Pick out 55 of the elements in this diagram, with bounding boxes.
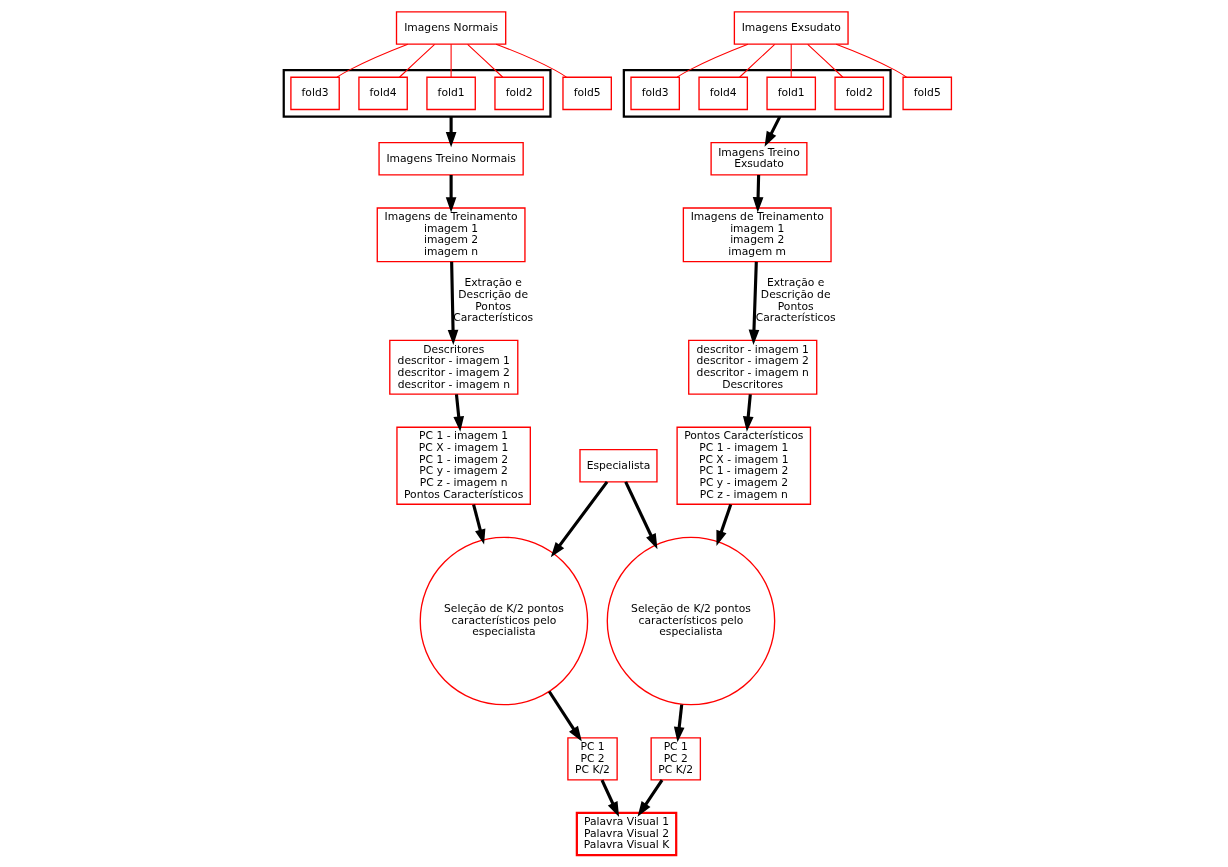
arrow bbox=[547, 690, 582, 742]
arrow bbox=[748, 261, 760, 345]
node-box: PC 1 PC 2 PC K/2 bbox=[567, 737, 618, 781]
node-box: fold2 bbox=[834, 76, 885, 111]
arrow bbox=[550, 480, 609, 558]
connector bbox=[495, 43, 567, 78]
node-box: fold5 bbox=[902, 76, 953, 111]
connector bbox=[398, 43, 436, 78]
node-box: Imagens Treino Exsudato bbox=[710, 141, 808, 176]
arrow bbox=[742, 394, 754, 432]
arrow bbox=[673, 704, 685, 743]
connector bbox=[807, 43, 844, 78]
edge-label: Extração e Descrição de Pontos Característicos bbox=[453, 276, 534, 325]
arrow bbox=[637, 779, 664, 817]
node-circle: Seleção de K/2 pontos característicos pelo especialista bbox=[606, 536, 776, 706]
node-box: fold3 bbox=[290, 76, 340, 111]
arrow bbox=[600, 779, 620, 818]
node-box: descritor - imagem 1 descritor - imagem 2 descritor - imagem n Descritores bbox=[688, 339, 818, 395]
connector bbox=[790, 43, 792, 78]
node-circle: Seleção de K/2 pontos característicos pelo especialista bbox=[419, 536, 589, 706]
node-box: PC 1 - imagem 1 PC X - imagem 1 PC 1 - imagem 2 PC y - imagem 2 PC z - imagem n Pontos Característicos bbox=[396, 426, 531, 505]
node-box: Imagens de Treinamento imagem 1 imagem 2 imagem m bbox=[682, 207, 832, 263]
node-box: Imagens Exsudato bbox=[733, 11, 849, 45]
arrow bbox=[445, 175, 457, 213]
cluster bbox=[622, 69, 892, 118]
node-box: Imagens Treino Normais bbox=[378, 141, 524, 176]
node-box: Palavra Visual 1 Palavra Visual 2 Palavra Visual K bbox=[575, 811, 678, 857]
cluster bbox=[282, 69, 552, 118]
node-box: fold3 bbox=[630, 76, 680, 111]
arrow bbox=[752, 174, 764, 213]
edge-label: Extração e Descrição de Pontos Característicos bbox=[755, 276, 836, 325]
node-box: fold2 bbox=[494, 76, 544, 111]
node-box: Especialista bbox=[579, 448, 658, 483]
connector bbox=[738, 43, 776, 78]
node-box: fold5 bbox=[562, 76, 612, 111]
node-box: Pontos Característicos PC 1 - imagem 1 PC X - imagem 1 PC 1 - imagem 2 PC y - imagem 2 PC z - imagem n bbox=[676, 426, 812, 505]
node-box: Imagens de Treinamento imagem 1 imagem 2 imagem n bbox=[376, 207, 526, 263]
node-box: fold4 bbox=[698, 76, 749, 111]
arrow bbox=[447, 261, 459, 346]
node-box: fold1 bbox=[426, 76, 476, 111]
arrow bbox=[453, 394, 465, 432]
node-box: Imagens Normais bbox=[395, 11, 507, 45]
connector bbox=[467, 43, 504, 78]
connector bbox=[450, 43, 452, 78]
connector bbox=[676, 43, 749, 78]
node-box: Descritores descritor - imagem 1 descritor - imagem 2 descritor - imagem n bbox=[389, 339, 519, 395]
arrow bbox=[472, 504, 486, 545]
connector bbox=[336, 43, 409, 78]
arrow bbox=[764, 115, 782, 147]
arrow bbox=[716, 504, 733, 546]
arrow bbox=[624, 481, 658, 550]
connector bbox=[835, 43, 908, 78]
node-box: PC 1 PC 2 PC K/2 bbox=[650, 737, 702, 781]
node-box: fold4 bbox=[358, 76, 408, 111]
node-box: fold1 bbox=[766, 76, 817, 111]
